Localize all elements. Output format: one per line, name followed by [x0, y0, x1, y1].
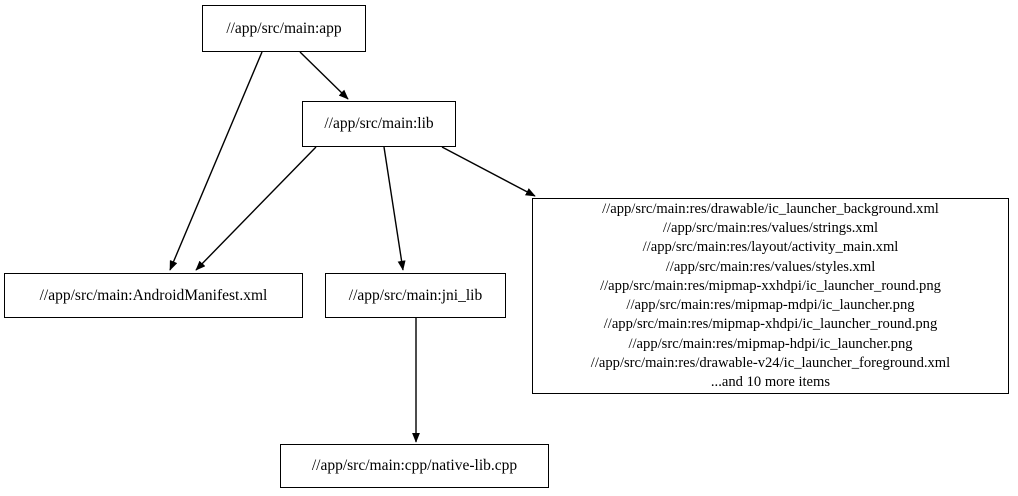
graph-node-lib[interactable]: //app/src/main:lib: [302, 101, 456, 147]
resource-item: //app/src/main:res/drawable-v24/ic_launc…: [590, 354, 951, 371]
edge-lib-to-manifest: [195, 146, 317, 271]
graph-node-jni-lib[interactable]: //app/src/main:jni_lib: [325, 273, 506, 318]
graph-node-jni-lib-label: //app/src/main:jni_lib: [348, 286, 483, 304]
resource-item: //app/src/main:res/mipmap-xhdpi/ic_launc…: [603, 316, 938, 333]
resource-item: //app/src/main:res/values/strings.xml: [662, 220, 879, 236]
resource-item: //app/src/main:res/layout/activity_main.…: [642, 239, 899, 256]
resource-item: //app/src/main:res/mipmap-mdpi/ic_launch…: [626, 297, 915, 313]
graph-node-lib-label: //app/src/main:lib: [324, 115, 434, 133]
graph-node-android-manifest-label: //app/src/main:AndroidManifest.xml: [39, 286, 268, 304]
resource-item: //app/src/main:res/values/styles.xml: [665, 258, 876, 275]
resource-item: //app/src/main:res/drawable/ic_launcher_…: [602, 200, 939, 217]
edge-lib-to-resources: [441, 146, 536, 197]
resource-item: //app/src/main:res/mipmap-hdpi/ic_launch…: [628, 335, 913, 352]
graph-node-app[interactable]: //app/src/main:app: [202, 5, 366, 52]
graph-node-native-lib-cpp[interactable]: //app/src/main:cpp/native-lib.cpp: [280, 444, 549, 488]
graph-node-android-manifest[interactable]: //app/src/main:AndroidManifest.xml: [4, 273, 303, 318]
graph-node-resources[interactable]: //app/src/main:res/drawable/ic_launcher_…: [532, 198, 1009, 394]
graph-node-native-lib-cpp-label: //app/src/main:cpp/native-lib.cpp: [311, 457, 518, 475]
edge-lib-to-jni-lib: [383, 146, 406, 271]
edge-app-to-manifest: [169, 51, 263, 271]
resource-item: //app/src/main:res/mipmap-xxhdpi/ic_laun…: [600, 277, 941, 294]
resource-overflow-label: ...and 10 more items: [710, 374, 831, 390]
graph-node-app-label: //app/src/main:app: [226, 19, 342, 37]
edge-app-to-lib: [299, 51, 349, 100]
